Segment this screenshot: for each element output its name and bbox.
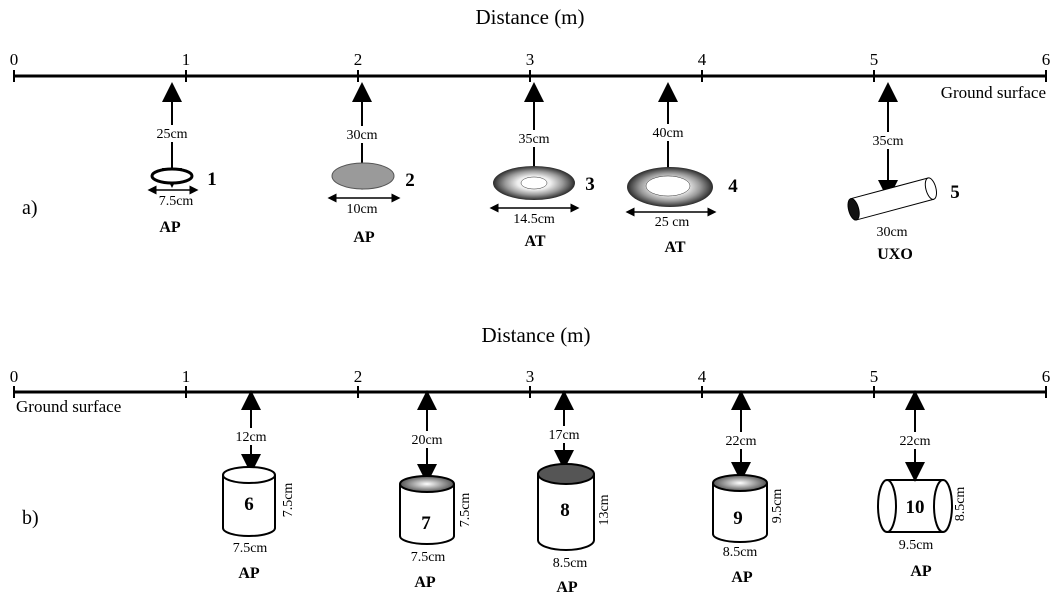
mine-icon [712, 474, 768, 543]
width-label: 7.5cm [411, 550, 446, 565]
tick-label: 1 [182, 367, 191, 386]
object-7: 20cm 7 7.5cm 7.5cm AP [399, 390, 473, 591]
object-10: 22cm 10 8.5cm 9.5cm AP [877, 390, 968, 580]
tick-label: 0 [10, 50, 19, 69]
size-label: 10cm [346, 202, 377, 217]
size-label: 7.5cm [159, 194, 194, 209]
size-label: 14.5cm [513, 212, 555, 227]
type-label: AP [910, 563, 932, 580]
object-number: 1 [207, 169, 217, 190]
tick-label: 6 [1042, 367, 1051, 386]
object-1: 25cm 7.5cm 1 AP [147, 82, 217, 236]
object-3: 35cm 14.5cm 3 AT [489, 82, 595, 250]
mine-icon [331, 162, 395, 190]
width-label: 9.5cm [899, 538, 934, 553]
height-label: 7.5cm [281, 483, 296, 518]
ground-surface-label-a: Ground surface [941, 83, 1046, 102]
depth-label: 35cm [518, 132, 549, 147]
depth-label: 30cm [346, 128, 377, 143]
type-label: AP [353, 229, 375, 246]
object-2: 30cm 10cm 2 AP [327, 82, 415, 246]
tick-label: 3 [526, 50, 535, 69]
tick-label: 4 [698, 50, 707, 69]
panel-label-b: b) [22, 507, 39, 529]
type-label: AP [556, 579, 578, 596]
mine-icon [222, 466, 276, 537]
ticks-b: 0 1 2 3 4 5 6 [10, 367, 1051, 398]
axis-title-b: Distance (m) [481, 323, 590, 347]
height-label: 9.5cm [770, 489, 785, 524]
tick-label: 2 [354, 50, 363, 69]
height-label: 13cm [597, 494, 612, 525]
panel-a: Distance (m) 0 1 2 3 4 5 6 Ground surfac… [10, 5, 1051, 263]
object-number: 10 [906, 497, 925, 518]
depth-label: 12cm [235, 430, 266, 445]
depth-label: 35cm [872, 134, 903, 149]
object-5: 35cm 5 30cm UXO [847, 82, 960, 263]
mine-icon [847, 177, 938, 221]
object-number: 7 [421, 513, 431, 534]
panel-label-a: a) [22, 197, 38, 219]
depth-label: 40cm [652, 126, 683, 141]
object-number: 9 [733, 508, 743, 529]
ticks-a: 0 1 2 3 4 5 6 [10, 50, 1051, 82]
type-label: AP [159, 219, 181, 236]
type-label: AP [414, 574, 436, 591]
object-number: 5 [950, 182, 960, 203]
width-label: 8.5cm [723, 545, 758, 560]
object-8: 17cm 8 13cm 8.5cm AP [537, 390, 612, 596]
axis-title-a: Distance (m) [475, 5, 584, 29]
tick-label: 1 [182, 50, 191, 69]
type-label: AP [731, 569, 753, 586]
tick-label: 2 [354, 367, 363, 386]
type-label: AT [524, 233, 545, 250]
tick-label: 6 [1042, 50, 1051, 69]
tick-label: 4 [698, 367, 707, 386]
size-label: 30cm [876, 225, 907, 240]
object-number: 8 [560, 500, 570, 521]
depth-label: 22cm [725, 434, 756, 449]
ground-surface-label-b: Ground surface [16, 397, 121, 416]
object-number: 4 [728, 176, 738, 197]
type-label: AT [664, 239, 685, 256]
depth-label: 17cm [548, 428, 579, 443]
tick-label: 0 [10, 367, 19, 386]
mine-icon [537, 463, 595, 551]
type-label: AP [238, 565, 260, 582]
object-4: 40cm 25 cm 4 AT [625, 82, 738, 256]
tick-label: 5 [870, 50, 879, 69]
width-label: 7.5cm [233, 541, 268, 556]
height-label: 7.5cm [458, 493, 473, 528]
height-label: 8.5cm [953, 487, 968, 522]
object-6: 12cm 6 7.5cm 7.5cm AP [222, 390, 296, 582]
object-number: 3 [585, 174, 595, 195]
tick-label: 5 [870, 367, 879, 386]
depth-label: 22cm [899, 434, 930, 449]
tick-label: 3 [526, 367, 535, 386]
mine-icon [877, 479, 953, 533]
object-number: 2 [405, 170, 415, 191]
size-label: 25 cm [655, 215, 690, 230]
mine-icon [399, 475, 455, 545]
panel-b: Distance (m) 0 1 2 3 4 5 6 Ground surfac… [10, 323, 1051, 596]
mine-icon [150, 167, 194, 185]
object-9: 22cm 9 9.5cm 8.5cm AP [712, 390, 785, 586]
object-number: 6 [244, 494, 254, 515]
type-label: UXO [877, 246, 913, 263]
depth-label: 25cm [156, 127, 187, 142]
width-label: 8.5cm [553, 556, 588, 571]
depth-label: 20cm [411, 433, 442, 448]
